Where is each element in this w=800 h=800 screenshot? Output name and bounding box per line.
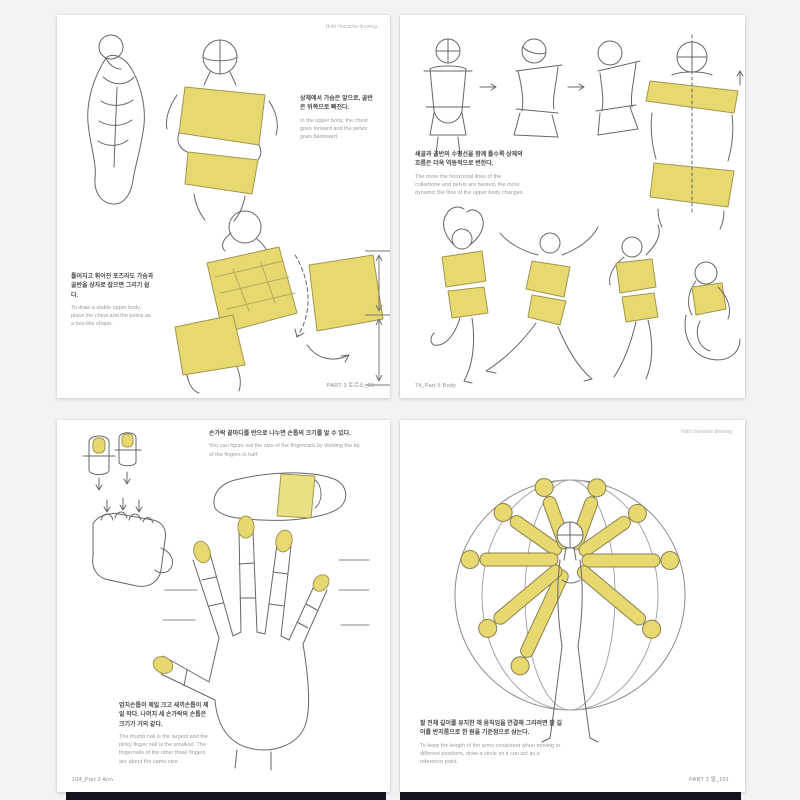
muscular-torso-study (87, 34, 145, 205)
pose-lunge (485, 226, 599, 382)
page-number: PART 2 팔_101 (689, 777, 729, 783)
height-measure-arrows (365, 250, 390, 386)
rotating-arms (460, 477, 680, 676)
pose-arms-raised (430, 206, 489, 384)
center-figure (541, 521, 599, 743)
caption-english-text: To draw a stable upper body, place the c… (71, 304, 151, 328)
page-number: 104_Part 2 Arm (72, 777, 114, 783)
caption-korean-text: 상체에서 가슴은 앞으로, 골반은 뒤쪽으로 빠진다. (300, 96, 373, 112)
caption-collarbone-pelvis: 쇄골과 골반의 수평선을 함께 틀수록 상체의 흐름은 더욱 역동적으로 변한다… (415, 151, 525, 197)
caption-english-text: In the upper body, the chest goes forwar… (300, 117, 368, 141)
caption-english-text: To keep the length of the arms consisten… (420, 742, 561, 766)
next-page-edge-left (66, 792, 386, 800)
page-bottom-right-arm-rotation: Hold character drawing 팔 전체 길이를 유지한 채 움직… (400, 420, 745, 792)
caption-fingernail-size: 손가락 끝마디를 반으로 나누면 손톱의 크기를 알 수 있다. You can… (209, 430, 361, 459)
arrow-right-icon (479, 83, 497, 91)
next-page-edge-right (400, 792, 741, 800)
caption-box-shape: 틀어지고 휘어진 포즈라도 가슴과 골반을 상자로 잡으면 그리기 쉽다. To… (71, 273, 155, 329)
torso-front-twisted (595, 40, 641, 136)
running-header: Hold character drawing (680, 429, 732, 435)
fingertip-study (82, 432, 142, 491)
page-top-right-body-twist: 쇄골과 골반의 수평선을 함께 틀수록 상체의 흐름은 더욱 역동적으로 변한다… (400, 15, 745, 398)
caption-korean-text: 손가락 끝마디를 반으로 나누면 손톱의 크기를 알 수 있다. (209, 431, 351, 437)
body-twist-illustration (423, 34, 744, 384)
spread-hand-study (152, 515, 370, 771)
arrow-right-icon (567, 83, 585, 91)
caption-thumbnail-largest: 엄지손톱이 제일 크고 새끼손톱이 제일 작다. 나머지 세 손가락의 손톱은 … (119, 702, 209, 766)
caption-english-text: You can figure out the size of the finge… (209, 443, 360, 458)
page-number: PART 3 토르소_63 (326, 383, 374, 389)
caption-korean-text: 틀어지고 휘어진 포즈라도 가슴과 골반을 상자로 잡으면 그리기 쉽다. (71, 274, 154, 299)
caption-english-text: The thumb nail is the largest and the pi… (119, 733, 208, 765)
thumb-side-study (213, 472, 347, 521)
arm-rotation-illustration (454, 477, 686, 743)
pose-twist (609, 224, 660, 380)
large-boxed-figure (645, 34, 744, 230)
folded-hand-study (92, 497, 174, 587)
page-top-left-torso-boxes: Hold character drawing 상체에서 가슴은 앞으로, 골반은… (57, 15, 390, 398)
caption-arm-length: 팔 전체 길이를 유지한 채 움직임을 연결해 그리려면 팔 길이를 반지름으로… (420, 720, 562, 766)
torso-front-neutral (423, 38, 473, 156)
torso-box-illustration (87, 34, 390, 394)
caption-korean-text: 엄지손톱이 제일 크고 새끼손톱이 제일 작다. 나머지 세 손가락의 손톱은 … (119, 703, 209, 728)
bent-torso-figure (174, 210, 309, 394)
caption-korean-text: 쇄골과 골반의 수평선을 함께 틀수록 상체의 흐름은 더욱 역동적으로 변한다… (415, 152, 523, 168)
page-number: 74_Part II Body (415, 383, 456, 389)
page-bottom-left-fingernails: 손가락 끝마디를 반으로 나누면 손톱의 크기를 알 수 있다. You can… (57, 420, 390, 792)
caption-chest-pelvis: 상체에서 가슴은 앞으로, 골반은 뒤쪽으로 빠진다. In the upper… (300, 95, 378, 141)
running-header: Hold character drawing (325, 24, 377, 30)
caption-korean-text: 팔 전체 길이를 유지한 채 움직임을 연결해 그리려면 팔 길이를 반지름으로… (420, 721, 562, 737)
rotation-circle-guides (454, 479, 686, 711)
pose-crouch (684, 261, 741, 361)
boxed-torso-figure (166, 39, 278, 222)
torso-front-tilted (513, 38, 563, 138)
hand-fingernail-illustration (82, 432, 370, 771)
caption-english-text: The more the horizontal lines of the col… (415, 173, 525, 197)
tilted-box-diagram (306, 254, 384, 363)
